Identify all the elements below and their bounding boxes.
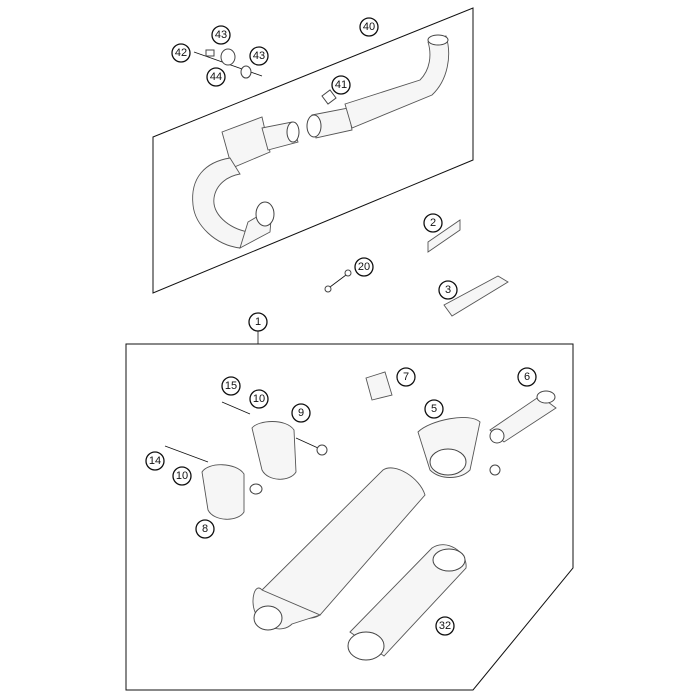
callout-5: 5 [424,399,444,419]
svg-text:42: 42 [175,47,187,59]
small-hardware-42-44 [193,48,263,79]
svg-text:7: 7 [403,371,409,383]
callout-9: 9 [291,403,311,423]
svg-text:3: 3 [445,284,451,296]
sticker-part-3 [443,275,509,317]
svg-text:6: 6 [524,371,530,383]
callout-41: 41 [331,75,351,95]
callout-6: 6 [517,367,537,387]
svg-text:15: 15 [225,380,237,392]
callout-42: 42 [171,43,191,63]
callout-44: 44 [206,67,226,87]
svg-text:10: 10 [176,470,188,482]
svg-text:41: 41 [335,79,347,91]
svg-text:40: 40 [363,21,375,33]
callout-20: 20 [354,257,374,277]
callout-8: 8 [195,519,215,539]
insulation-sleeve-part-32 [347,544,467,661]
callout-7: 7 [396,367,416,387]
clamp-part-9 [221,401,328,480]
callout-40: 40 [359,17,379,37]
svg-text:32: 32 [439,620,451,632]
callout-15: 15 [221,376,241,396]
callout-14: 14 [145,451,165,471]
inner-pipe-part-6 [489,390,557,476]
svg-text:14: 14 [149,455,161,467]
silencer-group-frame [125,343,574,691]
svg-text:1: 1 [255,316,261,328]
svg-text:10: 10 [253,393,265,405]
header-pipe [192,34,450,249]
callout-1: 1 [248,312,268,332]
svg-text:43: 43 [253,50,265,62]
silencer-canister [252,467,426,631]
svg-text:44: 44 [210,71,222,83]
callout-10-lower: 10 [172,466,192,486]
gasket-part-7 [365,371,393,401]
clamp-part-8 [164,445,263,520]
sticker-part-2 [427,219,461,253]
callout-10-upper: 10 [249,389,269,409]
spring-part-20 [324,269,352,293]
svg-text:8: 8 [202,523,208,535]
callout-43-upper: 43 [211,25,231,45]
svg-text:5: 5 [431,403,437,415]
svg-text:2: 2 [430,217,436,229]
callout-32: 32 [435,616,455,636]
callout-43-lower: 43 [249,46,269,66]
svg-text:9: 9 [298,407,304,419]
svg-text:20: 20 [358,261,370,273]
callout-2: 2 [423,213,443,233]
callout-3: 3 [438,280,458,300]
header-pipe-group-frame [152,7,474,294]
svg-text:43: 43 [215,29,227,41]
end-cap-part-5 [417,417,481,478]
